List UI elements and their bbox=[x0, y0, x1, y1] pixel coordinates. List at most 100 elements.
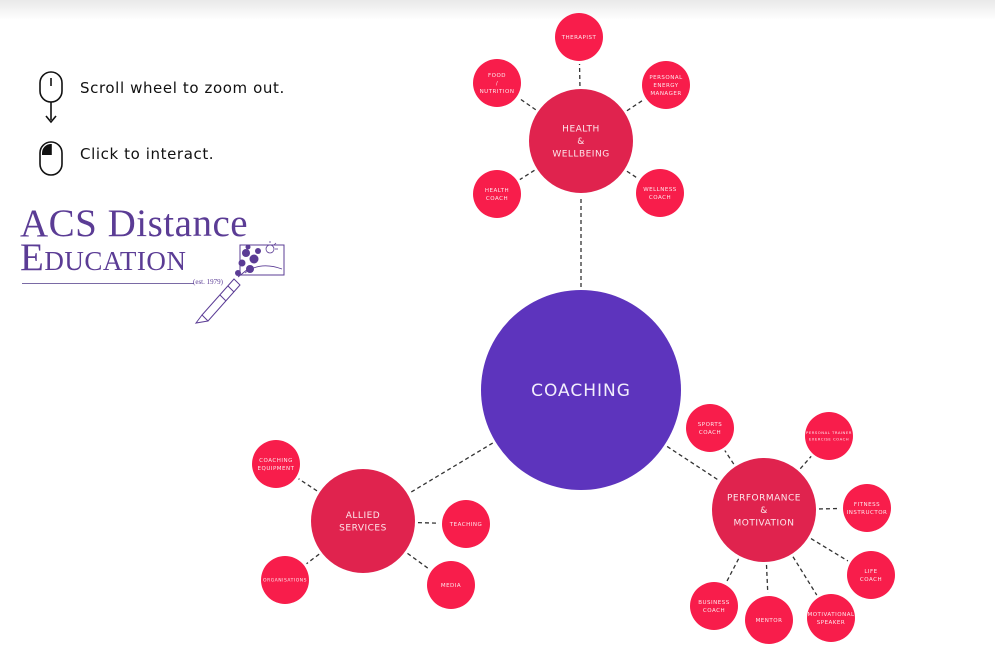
leaf-node-mentor[interactable]: MENTOR bbox=[745, 596, 793, 644]
hub-node-health-label: WELLBEING bbox=[552, 150, 609, 160]
hub-node-allied-label: ALLIED bbox=[346, 511, 380, 521]
leaf-node-fitness-label: FITNESS bbox=[854, 502, 880, 508]
leaf-node-trainer-circle bbox=[805, 412, 853, 460]
leaf-node-media-circle bbox=[427, 561, 475, 609]
leaf-node-mentor-circle bbox=[745, 596, 793, 644]
leaf-node-sports-circle bbox=[686, 404, 734, 452]
leaf-node-motivational-label: SPEAKER bbox=[817, 620, 845, 626]
center-node-coaching-circle bbox=[481, 290, 681, 490]
scroll-hint-text: Scroll wheel to zoom out. bbox=[80, 79, 285, 97]
leaf-node-motivational-circle bbox=[807, 594, 855, 642]
leaf-node-wellness-circle bbox=[636, 169, 684, 217]
leaf-node-life-label: COACH bbox=[860, 577, 882, 583]
leaf-node-trainer-label: PERSONAL TRAINER bbox=[806, 430, 852, 435]
leaf-node-organisations-circle bbox=[261, 556, 309, 604]
leaf-node-media[interactable]: MEDIA bbox=[427, 561, 475, 609]
connector-center-performance bbox=[666, 445, 719, 481]
hub-node-performance-label: PERFORMANCE bbox=[727, 494, 801, 504]
connector-performance-trainer bbox=[799, 455, 812, 470]
leaf-node-teaching-label: TEACHING bbox=[449, 522, 482, 528]
leaf-node-organisations[interactable]: ORGANISATIONS bbox=[261, 556, 309, 604]
leaf-node-food-label: NUTRITION bbox=[480, 89, 515, 95]
scroll-hint: Scroll wheel to zoom out. bbox=[36, 70, 285, 126]
leaf-node-life-label: LIFE bbox=[864, 569, 877, 575]
leaf-node-equipment-label: EQUIPMENT bbox=[258, 466, 295, 472]
leaf-node-therapist-label: THERAPIST bbox=[561, 35, 597, 41]
leaf-node-energy[interactable]: PERSONAL ENERGY MANAGER bbox=[642, 61, 690, 109]
click-hint: Click to interact. bbox=[36, 140, 214, 178]
logo-pen-flowers-icon bbox=[194, 241, 285, 324]
leaf-node-sports-label: SPORTS bbox=[698, 422, 722, 428]
hub-node-allied-circle bbox=[311, 469, 415, 573]
leaf-node-trainer-label: EXERCISE COACH bbox=[809, 436, 849, 441]
leaf-node-motivational-label: MOTIVATIONAL bbox=[807, 612, 854, 618]
connector-center-allied bbox=[409, 442, 494, 494]
connector-health-wellness bbox=[626, 170, 638, 179]
leaf-node-media-label: MEDIA bbox=[441, 583, 461, 589]
hub-node-performance[interactable]: PERFORMANCE&MOTIVATION bbox=[712, 458, 816, 562]
leaf-node-business-label: BUSINESS bbox=[698, 600, 729, 606]
mouse-click-icon bbox=[36, 140, 66, 178]
leaf-node-organisations-label: ORGANISATIONS bbox=[263, 578, 307, 584]
connector-allied-equipment bbox=[298, 478, 318, 492]
click-hint-text: Click to interact. bbox=[80, 145, 215, 163]
mind-map-connectors bbox=[298, 63, 849, 596]
logo-line-2: Education bbox=[20, 236, 187, 279]
leaf-node-life-circle bbox=[847, 551, 895, 599]
leaf-node-healthcoach-label: COACH bbox=[486, 196, 508, 202]
hub-node-performance-label: & bbox=[760, 506, 768, 516]
leaf-node-teaching-circle bbox=[442, 500, 490, 548]
connector-allied-teaching bbox=[417, 521, 440, 524]
leaf-node-healthcoach-circle bbox=[473, 170, 521, 218]
connector-performance-business bbox=[725, 558, 740, 583]
leaf-node-fitness-circle bbox=[843, 484, 891, 532]
leaf-node-fitness[interactable]: FITNESS INSTRUCTOR bbox=[843, 484, 891, 532]
leaf-node-food-label: FOOD bbox=[488, 73, 506, 79]
leaf-node-sports[interactable]: SPORTS COACH bbox=[686, 404, 734, 452]
leaf-node-therapist[interactable]: THERAPIST bbox=[555, 13, 603, 61]
leaf-node-equipment[interactable]: COACHING EQUIPMENT bbox=[252, 440, 300, 488]
hub-node-health-label: HEALTH bbox=[562, 125, 600, 135]
mind-map-nodes: COACHING HEALTH & WELLBEING THERAPIST FOOD / NU… bbox=[252, 13, 895, 644]
connector-performance-sports bbox=[724, 450, 735, 465]
leaf-node-sports-label: COACH bbox=[699, 430, 721, 436]
hub-node-allied[interactable]: ALLIED SERVICES bbox=[311, 469, 415, 573]
leaf-node-energy-label: ENERGY bbox=[653, 83, 678, 89]
leaf-node-mentor-label: MENTOR bbox=[756, 618, 783, 624]
hub-node-health-circle bbox=[529, 89, 633, 193]
leaf-node-wellness-label: COACH bbox=[649, 195, 671, 201]
center-node-coaching[interactable]: COACHING bbox=[481, 290, 681, 490]
hub-node-health[interactable]: HEALTH & WELLBEING bbox=[529, 89, 633, 193]
top-shadow-bar bbox=[0, 0, 995, 20]
leaf-node-food[interactable]: FOOD / NUTRITION bbox=[473, 59, 521, 107]
hub-node-performance-circle bbox=[712, 458, 816, 562]
logo-rule bbox=[22, 283, 194, 284]
leaf-node-equipment-label: COACHING bbox=[259, 458, 293, 464]
connector-health-food bbox=[518, 97, 537, 111]
hub-node-health-label: & bbox=[577, 137, 585, 147]
leaf-node-energy-label: MANAGER bbox=[650, 91, 681, 97]
leaf-node-energy-circle bbox=[642, 61, 690, 109]
leaf-node-motivational[interactable]: MOTIVATIONAL SPEAKER bbox=[807, 594, 855, 642]
leaf-node-business-circle bbox=[690, 582, 738, 630]
acs-logo: ACS Distance Education (est. 1979) bbox=[18, 204, 293, 325]
leaf-node-energy-label: PERSONAL bbox=[649, 75, 683, 81]
connector-health-healthcoach bbox=[519, 169, 535, 181]
leaf-node-teaching[interactable]: TEACHING bbox=[442, 500, 490, 548]
center-node-coaching-label: COACHING bbox=[531, 381, 631, 401]
leaf-node-life[interactable]: LIFE COACH bbox=[847, 551, 895, 599]
connector-performance-motivational bbox=[792, 556, 818, 596]
connector-allied-organisations bbox=[306, 553, 320, 565]
leaf-node-fitness-label: INSTRUCTOR bbox=[847, 510, 888, 516]
logo-est: (est. 1979) bbox=[193, 278, 223, 286]
leaf-node-wellness-label: WELLNESS bbox=[643, 187, 677, 193]
leaf-node-therapist-circle bbox=[555, 13, 603, 61]
leaf-node-food-label: / bbox=[496, 81, 498, 87]
connector-performance-life bbox=[810, 537, 849, 562]
mouse-scroll-icon bbox=[36, 70, 66, 126]
hub-node-allied-label: SERVICES bbox=[339, 523, 387, 533]
leaf-node-wellness[interactable]: WELLNESS COACH bbox=[636, 169, 684, 217]
